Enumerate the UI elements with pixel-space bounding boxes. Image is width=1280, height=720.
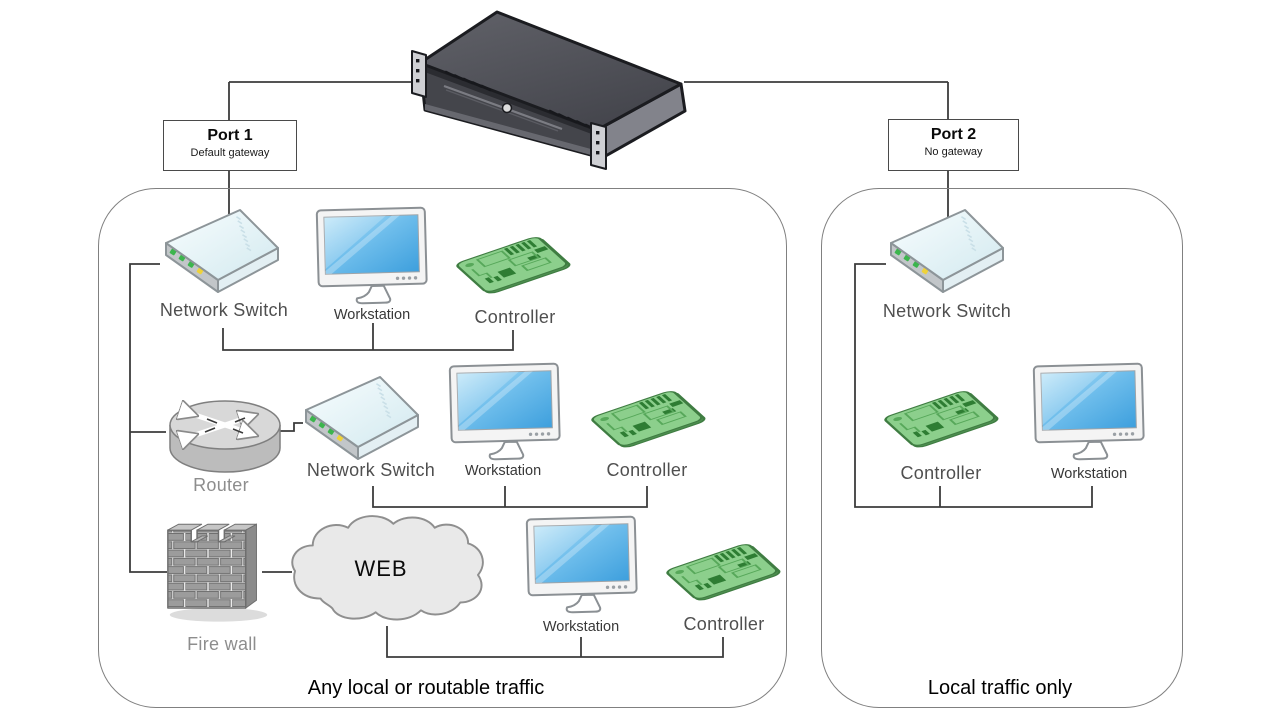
router-label: Router bbox=[193, 475, 249, 495]
workstation-icon bbox=[525, 515, 640, 620]
port1-subtitle: Default gateway bbox=[190, 147, 270, 159]
workstation-label: Workstation bbox=[333, 307, 411, 323]
controller-icon bbox=[585, 382, 710, 462]
network-switch-icon bbox=[885, 203, 1015, 303]
port1-title: Port 1 bbox=[207, 127, 253, 144]
right-zone-caption: Local traffic only bbox=[927, 677, 1073, 699]
port2-box: Port 2 No gateway bbox=[888, 119, 1019, 171]
controller-label: Controller bbox=[606, 460, 688, 480]
workstation-label: Workstation bbox=[464, 463, 542, 479]
workstation-label: Workstation bbox=[1050, 466, 1128, 482]
controller-label: Controller bbox=[900, 463, 982, 483]
controller-label: Controller bbox=[683, 614, 765, 634]
controller-icon bbox=[878, 382, 1003, 462]
network-switch-label: Network Switch bbox=[882, 301, 1012, 321]
network-switch-label: Network Switch bbox=[159, 300, 289, 320]
web-cloud-label: WEB bbox=[354, 556, 408, 581]
port1-box: Port 1 Default gateway bbox=[163, 120, 297, 171]
firewall-icon bbox=[162, 516, 274, 626]
zone-any-traffic bbox=[98, 188, 787, 708]
controller-icon bbox=[450, 228, 575, 308]
firewall-label: Fire wall bbox=[187, 634, 257, 654]
workstation-icon bbox=[1032, 362, 1147, 467]
network-switch-icon bbox=[160, 203, 290, 303]
network-switch-label: Network Switch bbox=[306, 460, 436, 480]
workstation-icon bbox=[315, 206, 430, 311]
port2-subtitle: No gateway bbox=[924, 146, 983, 158]
workstation-icon bbox=[448, 362, 563, 467]
zone-local-traffic bbox=[821, 188, 1183, 708]
server-appliance-icon bbox=[410, 5, 690, 173]
port2-title: Port 2 bbox=[930, 126, 977, 143]
router-icon bbox=[165, 392, 285, 477]
controller-icon bbox=[660, 535, 785, 615]
workstation-label: Workstation bbox=[542, 619, 620, 635]
left-zone-caption: Any local or routable traffic bbox=[307, 677, 545, 699]
network-switch-icon bbox=[300, 370, 430, 470]
controller-label: Controller bbox=[474, 307, 556, 327]
